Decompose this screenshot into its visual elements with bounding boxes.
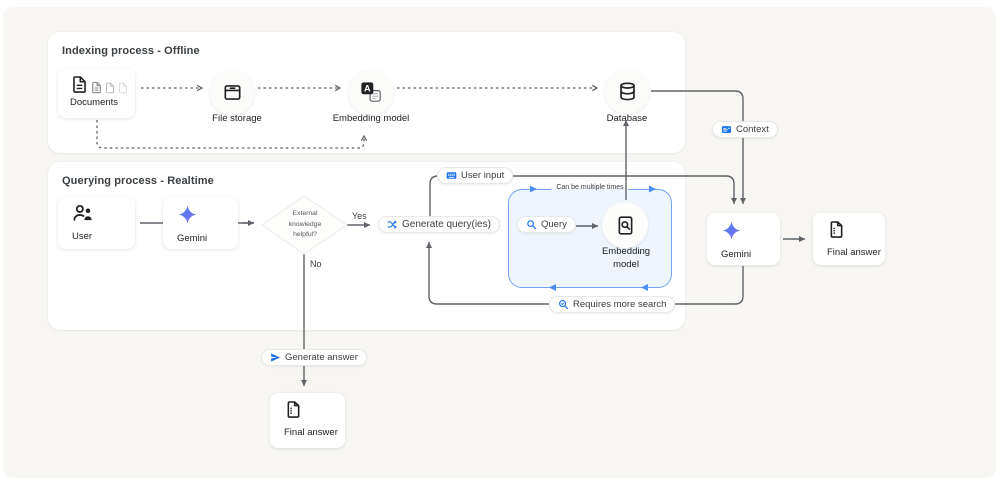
output-gemini-label: Gemini [721,249,752,260]
loop-note-label: Can be multiple times [551,184,629,191]
embedding-model-icon: A [361,82,381,102]
database-node [604,68,650,114]
database-label: Database [606,113,648,124]
arrow-requires-more-search-loop [426,242,744,305]
embedding-model-label: Embedding model [332,113,410,124]
document-search-icon [618,215,632,235]
final-answer-bottom-label: Final answer [284,427,338,438]
gemini-label: Gemini [177,233,208,244]
gemini-icon [178,205,197,224]
arrow-database-context-to-gemini [651,90,746,204]
query-embedding-model-node [602,202,648,248]
query-embedding-model-label: Embedding model [601,246,651,270]
user-icon [73,204,92,221]
final-answer-card: Final answer [813,213,885,265]
context-label: Context [736,124,769,135]
requires-more-search-label: Requires more search [573,299,667,310]
search-icon [526,219,537,230]
user-input-pill: User input [437,167,514,184]
querying-panel-title: Querying process - Realtime [62,175,214,187]
user-card: User [58,197,135,249]
gemini-card: Gemini [163,197,238,249]
gemini-icon [722,221,741,240]
search-check-icon [558,299,569,310]
final-answer-document-icon [830,221,843,238]
output-gemini-card: Gemini [707,213,780,265]
decision-text: External knowledge helpful? [288,210,322,239]
fork-arrows-icon [387,219,398,230]
multiple-times-loop-box: Can be multiple times [508,184,672,288]
arrow-user-input-to-gemini [429,175,737,217]
final-answer-label: Final answer [827,247,881,258]
file-storage-node [209,69,255,115]
embedding-model-node: A [348,69,394,115]
document-icon [119,82,127,94]
loop-direction-arrows [530,185,656,291]
documents-label: Documents [70,97,119,108]
arrow-documents-loop-to-embedding [96,120,368,149]
svg-text:A: A [364,83,371,93]
user-input-label: User input [461,170,505,181]
user-label: User [72,231,93,242]
query-pill: Query [517,216,576,233]
file-storage-label: File storage [212,113,262,124]
document-icon [73,76,86,93]
final-answer-document-icon [287,401,300,418]
generate-answer-pill: Generate answer [261,349,367,366]
generate-answer-label: Generate answer [285,352,358,363]
send-icon [270,352,281,363]
context-pill: Context [712,121,778,138]
yes-label: Yes [352,211,367,221]
query-label: Query [541,219,567,230]
keyboard-icon [446,170,457,181]
context-card-icon [721,124,732,135]
document-icon [92,81,101,94]
generate-queries-label: Generate query(ies) [402,219,491,230]
database-icon [619,81,635,100]
document-icon [106,82,114,94]
documents-card: Documents [58,68,135,118]
file-storage-icon [223,84,241,100]
decision-diamond [261,195,348,255]
generate-queries-pill: Generate query(ies) [378,216,500,233]
no-label: No [310,259,322,269]
requires-more-search-pill: Requires more search [549,296,676,313]
final-answer-bottom-card: Final answer [270,393,345,448]
indexing-panel-title: Indexing process - Offline [62,45,200,57]
